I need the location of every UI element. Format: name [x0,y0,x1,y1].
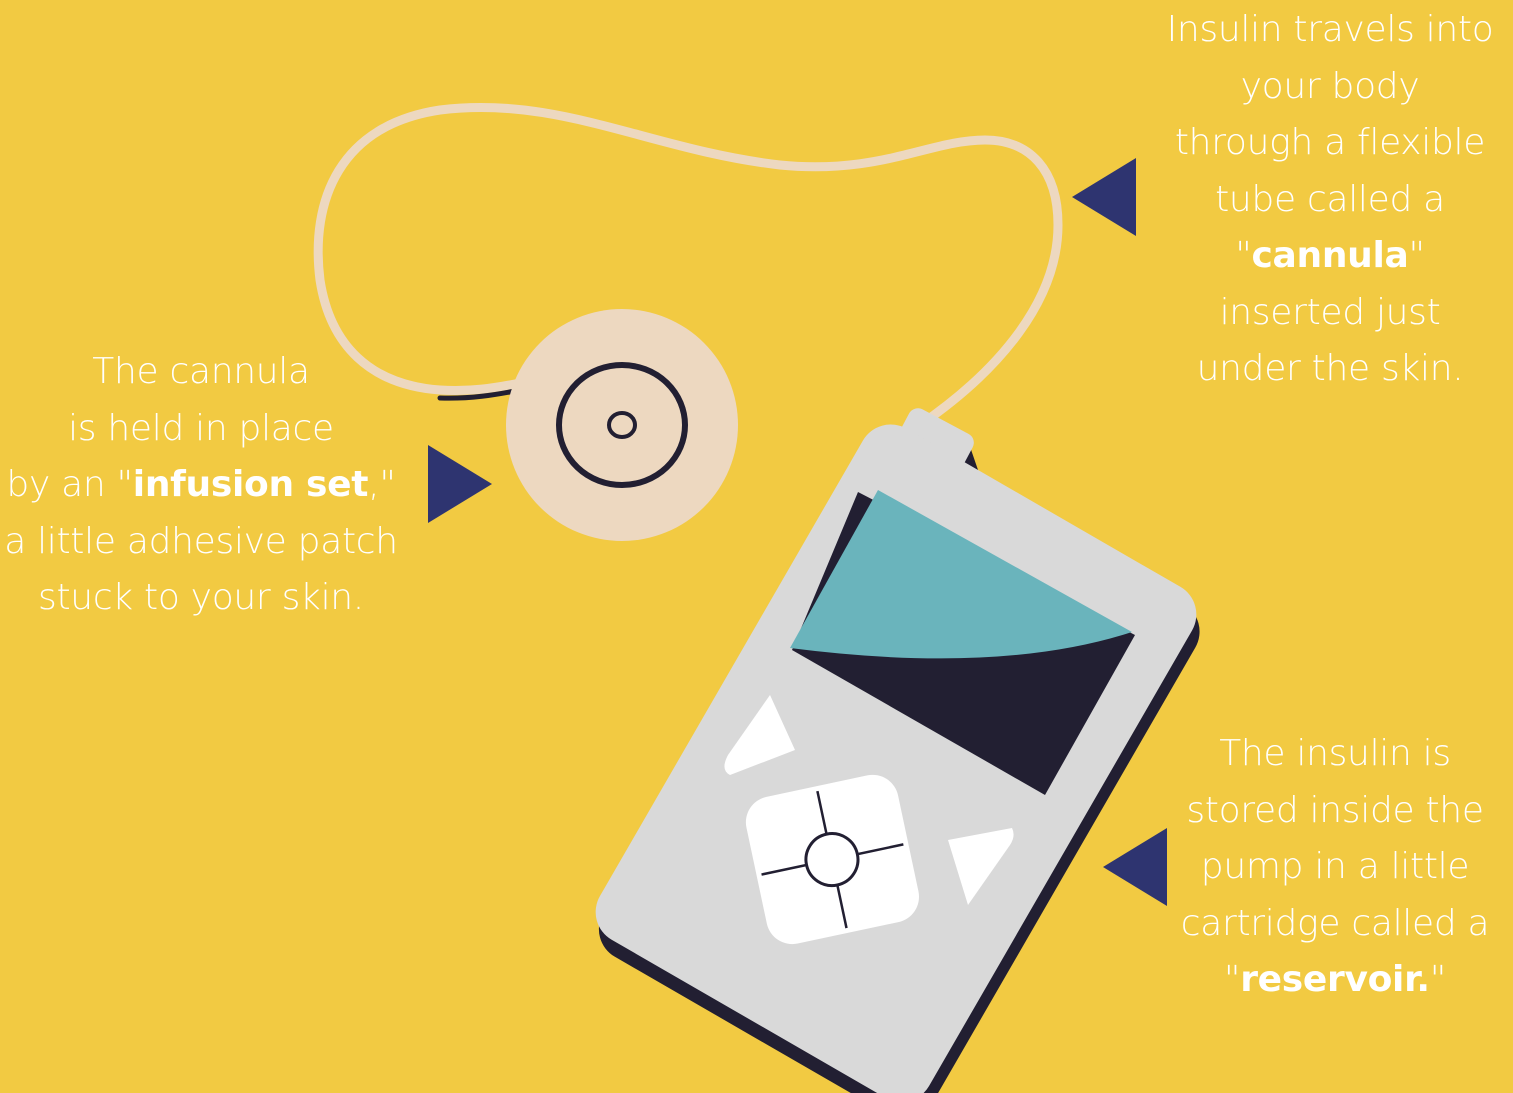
caption-text: ," [368,464,396,505]
quote-open: " [1223,959,1241,1000]
cannula-tube [313,102,1063,430]
caption-line: The cannula [92,351,310,392]
caption-line: through a flexible [1174,122,1486,163]
caption-line: "cannula" [1150,228,1510,285]
caption-line: under the skin. [1196,348,1464,389]
caption-line: cartridge called a [1180,902,1490,944]
caption-line: stuck to your skin. [38,577,364,618]
quote-open: " [1235,235,1252,276]
caption-line: a little adhesive patch [4,520,398,562]
term-infusion-set: infusion set [132,464,369,505]
down-button [948,828,1014,905]
infusion-set-caption: The cannula is held in place by an "infu… [0,344,402,627]
up-button [724,695,795,775]
d-pad [745,774,920,945]
term-cannula: cannula [1251,235,1409,276]
caption-line: stored inside the [1186,789,1484,831]
caption-line: Insulin travels into [1166,9,1494,50]
caption-line: "reservoir." [1165,952,1505,1009]
quote-close: " [1429,959,1447,1000]
infusion-set-patch [506,309,738,541]
caption-text: by an " [6,464,133,505]
insulin-pump [595,408,1200,1093]
triangle-left-icon [1072,158,1136,236]
triangle-left-icon [1103,828,1167,906]
caption-line: by an "infusion set," [0,457,402,514]
caption-line: tube called a [1215,178,1445,220]
caption-line: The insulin is [1219,733,1451,774]
reservoir-caption: The insulin is stored inside the pump in… [1165,726,1505,1009]
caption-line: your body [1240,65,1420,107]
triangle-right-icon [428,445,492,523]
caption-line: pump in a little [1200,846,1470,887]
cannula-caption: Insulin travels into your body through a… [1150,2,1510,398]
term-reservoir: reservoir. [1240,959,1430,1000]
caption-line: inserted just [1219,291,1441,333]
quote-close: " [1408,235,1426,276]
caption-line: is held in place [68,407,334,449]
